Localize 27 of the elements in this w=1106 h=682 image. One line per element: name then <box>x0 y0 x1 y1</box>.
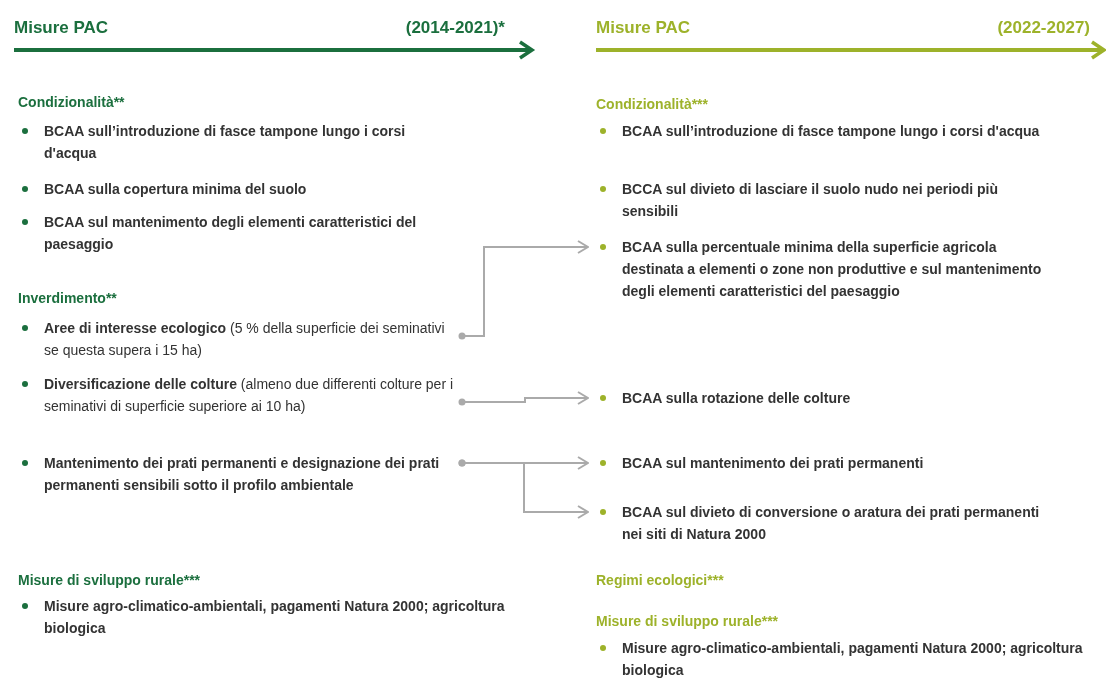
list-item-text: Diversificazione delle colture (almeno due differenti colture per i seminativi di superficie superiore ai 10 ha) <box>44 373 459 417</box>
section-heading: Regimi ecologici*** <box>596 571 724 590</box>
list-item-text: BCAA sull’introduzione di fasce tampone lungo i corsi d'acqua <box>622 122 1041 141</box>
section-heading: Condizionalità*** <box>596 95 708 114</box>
list-item-text: BCCA sul divieto di lasciare il suolo nudo nei periodi più sensibili <box>622 180 999 221</box>
list-item-text: BCAA sul mantenimento dei prati permanenti <box>622 452 1052 474</box>
period-label: (2014-2021)* <box>405 17 505 39</box>
list-item-text: BCAA sulla rotazione delle colture <box>622 387 1052 409</box>
connector-arrow <box>458 459 589 519</box>
section-heading: Misure di sviluppo rurale*** <box>18 571 201 590</box>
connector-arrow <box>458 240 589 340</box>
list-item-text: BCAA sulla percentuale minima della superficie agricola destinata a elementi o zone non produttive e sul mantenimento degli elementi caratteristici del paesaggio <box>622 236 1052 302</box>
timeline-title: Misure PAC <box>596 17 691 39</box>
list-item-text: BCAA sul mantenimento degli elementi caratteristici del paesaggio <box>44 213 418 254</box>
list-item-text: Mantenimento dei prati permanenti e designazione dei prati permanenti sensibili sotto il profilo ambientale <box>44 452 459 496</box>
list-item-text: Misure agro-climatico-ambientali, pagamenti Natura 2000; agricoltura biologica <box>622 639 1084 680</box>
section-heading: Misure di sviluppo rurale*** <box>596 612 779 631</box>
list-item-text: BCAA sul divieto di conversione o aratura dei prati permanenti nei siti di Natura 2000 <box>622 501 1052 545</box>
list-item-text: BCAA sulla copertura minima del suolo <box>44 180 308 199</box>
connector-arrow <box>458 391 589 406</box>
list-item-text: BCAA sull’introduzione di fasce tampone lungo i corsi d'acqua <box>44 122 407 163</box>
section-heading: Condizionalità** <box>18 93 125 112</box>
list-item-text: Aree di interesse ecologico (5 % della superficie dei seminativi se questa supera i 15 ha) <box>44 317 459 361</box>
section-heading: Inverdimento** <box>18 289 117 308</box>
period-label: (2022-2027) <box>997 17 1090 39</box>
list-item-text: Misure agro-climatico-ambientali, pagamenti Natura 2000; agricoltura biologica <box>44 597 506 638</box>
timeline-title: Misure PAC <box>14 17 109 39</box>
